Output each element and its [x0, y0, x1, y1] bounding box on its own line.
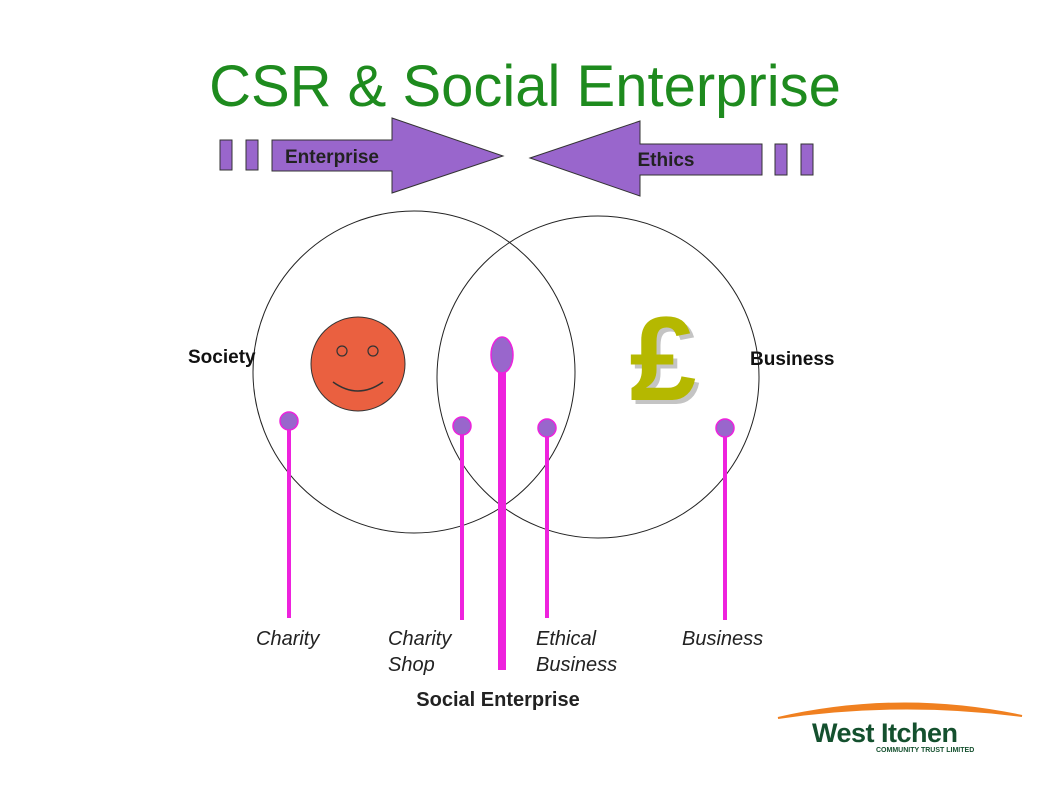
social-enterprise-label: Social Enterprise	[416, 689, 579, 711]
slide-title: CSR & Social Enterprise	[209, 54, 841, 119]
business-pin-label: Business	[682, 628, 763, 650]
ethics-arrow-tail-block	[774, 143, 788, 176]
ethics-arrow-label: Ethics	[637, 150, 694, 171]
smiley-face-icon	[310, 316, 406, 412]
ethical-business-label-line2: Business	[536, 654, 617, 676]
society-circle	[252, 210, 576, 534]
business-circle-label: Business	[750, 349, 834, 370]
west-itchen-logo: West Itchen COMMUNITY TRUST LIMITED	[777, 702, 1023, 754]
enterprise-arrow-tail-block	[245, 139, 259, 171]
pound-symbol: £	[630, 292, 697, 426]
pin-social-enterprise	[490, 336, 514, 670]
logo-swoosh-icon	[777, 702, 1023, 719]
ethics-arrow-shape	[528, 120, 763, 197]
ethical-business-label-line1: Ethical	[536, 628, 597, 650]
logo-name: West Itchen	[812, 718, 958, 748]
enterprise-arrow: Enterprise	[219, 117, 505, 194]
enterprise-arrow-label: Enterprise	[285, 147, 379, 168]
pin-charity	[279, 411, 299, 618]
logo-tagline: COMMUNITY TRUST LIMITED	[876, 747, 974, 754]
pin-ethical-business	[537, 418, 557, 618]
pound-symbol-shadow: £	[634, 296, 701, 430]
ethics-arrow: Ethics	[528, 120, 814, 197]
charity-shop-label-line2: Shop	[388, 654, 435, 676]
business-circle	[436, 215, 760, 539]
pin-charity-shop	[452, 416, 472, 620]
charity-shop-label-line1: Charity	[388, 628, 452, 650]
ethics-arrow-tail-block	[800, 143, 814, 176]
enterprise-arrow-shape	[271, 117, 505, 194]
enterprise-arrow-tail-block	[219, 139, 233, 171]
society-label: Society	[188, 347, 256, 368]
pin-business	[715, 418, 735, 620]
charity-label: Charity	[256, 628, 320, 650]
